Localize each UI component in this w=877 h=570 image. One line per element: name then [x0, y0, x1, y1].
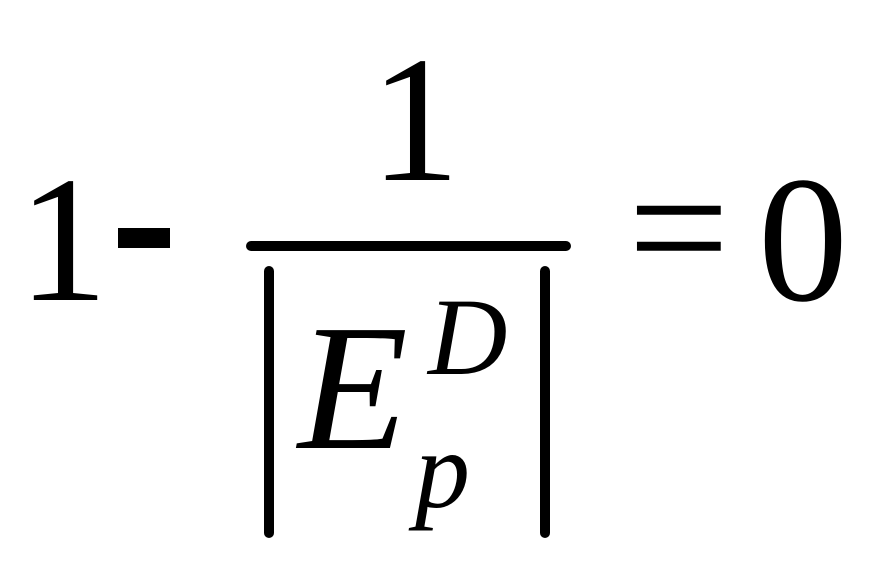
- absolute-value-right-bar: [540, 266, 550, 538]
- fraction-bar: [246, 241, 571, 251]
- fraction-numerator: 1: [370, 20, 460, 219]
- minus-sign: [118, 228, 170, 248]
- superscript-d: D: [428, 276, 508, 398]
- leading-one: 1: [18, 140, 108, 339]
- variable-e: E: [298, 288, 408, 487]
- equals-sign: =: [628, 128, 730, 327]
- result-zero: 0: [758, 140, 848, 339]
- absolute-value-left-bar: [264, 266, 274, 538]
- subscript-p: p: [415, 409, 470, 531]
